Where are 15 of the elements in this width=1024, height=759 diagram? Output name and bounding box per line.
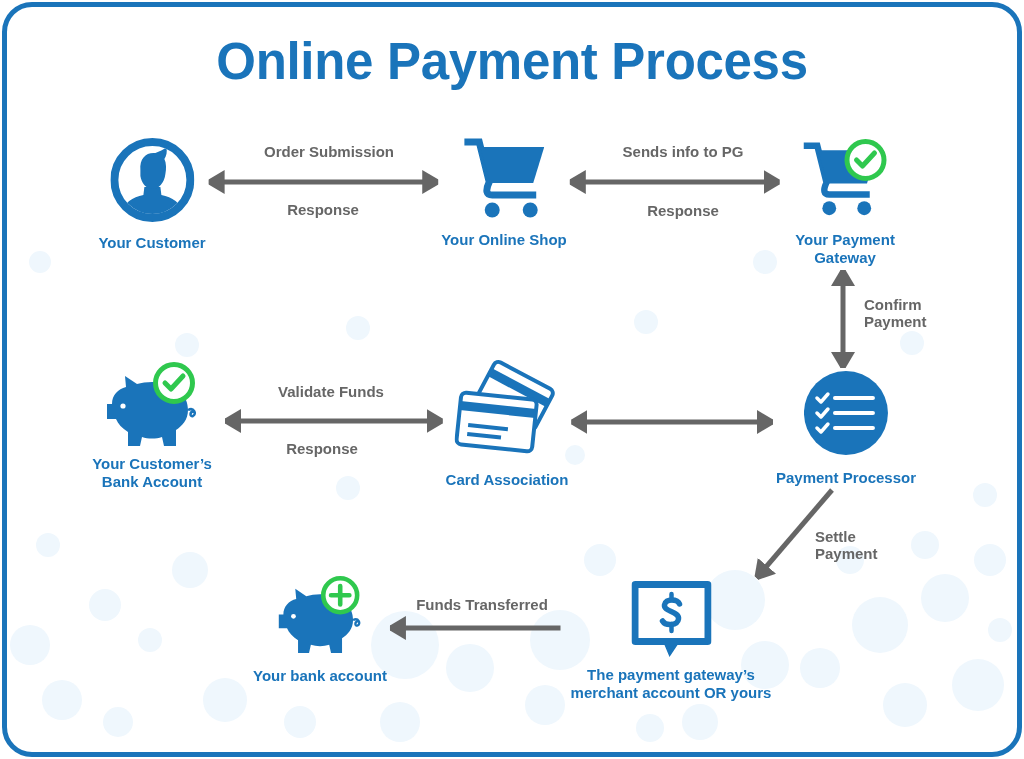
edge-label: Validate Funds <box>278 383 384 400</box>
node-label: Your Online Shop <box>441 231 567 249</box>
node-label: Card Association <box>445 471 569 489</box>
annotation: Response <box>287 201 359 218</box>
annotation: Response <box>647 202 719 219</box>
node-label: Your Customer <box>98 234 206 252</box>
edge-label: Sends info to PG <box>622 143 744 160</box>
annotation: Response <box>286 440 358 457</box>
title: Online Payment Process <box>216 32 808 92</box>
edge-label: Settle Payment <box>815 528 879 562</box>
edge-label: Confirm Payment <box>864 296 928 330</box>
node-label: Your Payment Gateway <box>794 231 896 267</box>
node-label: Payment Processor <box>775 469 917 487</box>
node-label: Your Customer’s Bank Account <box>91 455 213 491</box>
edge-label: Order Submission <box>264 143 394 160</box>
